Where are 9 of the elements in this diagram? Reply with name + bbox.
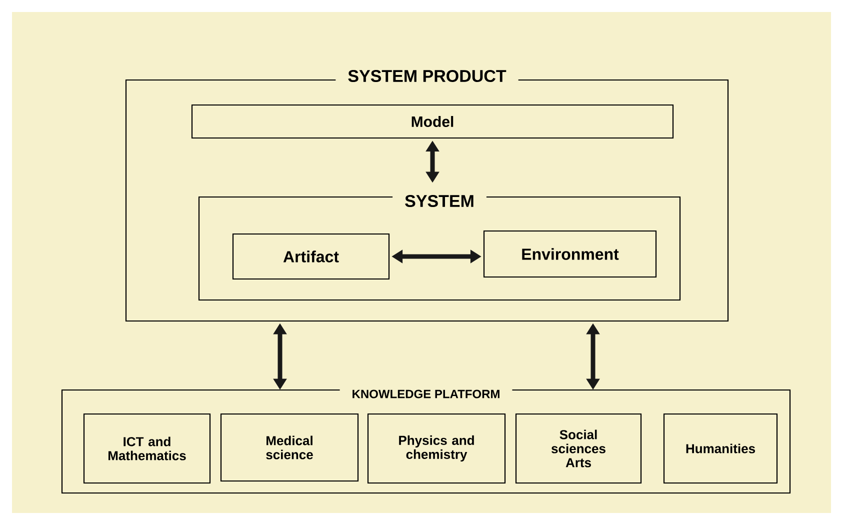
- box: Social sciences Arts: [515, 413, 642, 484]
- box: ICT and Mathematics: [83, 413, 211, 484]
- box: Artifact: [232, 233, 390, 280]
- box: Humanities: [663, 413, 778, 484]
- box: Physics and chemistry: [367, 413, 506, 484]
- box: Medical science: [220, 413, 359, 482]
- node-label: SYSTEM PRODUCT: [348, 70, 506, 82]
- box: Environment: [483, 230, 657, 278]
- box: Model: [191, 104, 674, 139]
